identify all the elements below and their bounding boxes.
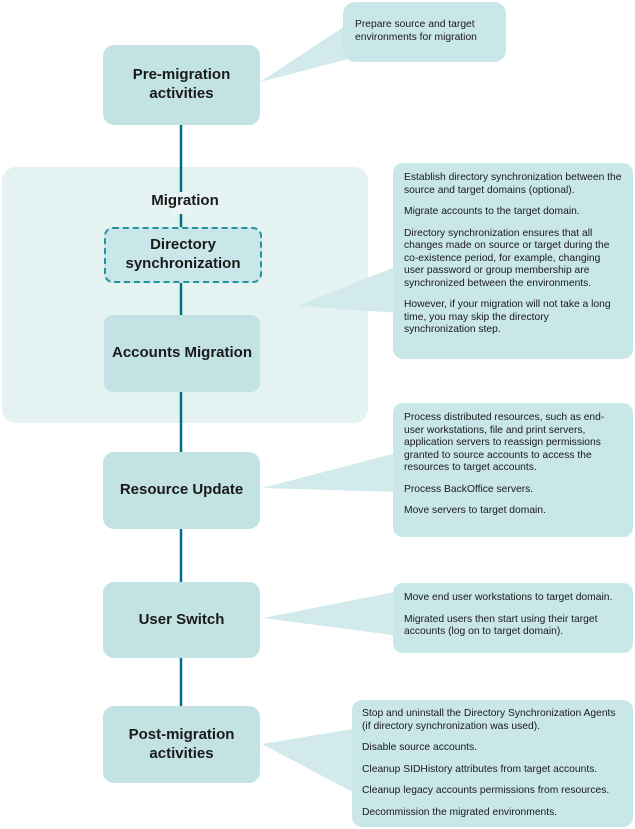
callout-migration: Establish directory synchronization betw…	[393, 163, 633, 359]
callout-resource-update: Process distributed resources, such as e…	[393, 403, 633, 537]
node-pre-migration: Pre-migration activities	[103, 45, 260, 125]
callout-paragraph: Migrate accounts to the target domain.	[404, 206, 580, 218]
callout-user-switch: Move end user workstations to target dom…	[393, 583, 633, 653]
group-label-highlight	[171, 192, 190, 214]
callout-tail-pre	[260, 16, 360, 82]
callout-post-migration: Stop and uninstall the Directory Synchro…	[352, 700, 633, 828]
node-directory-synchronization-label: Directory synchronization	[125, 236, 241, 272]
callout-paragraph: Move end user workstations to target dom…	[404, 592, 613, 603]
migration-group-label-text: Migration	[151, 192, 219, 209]
node-accounts-migration-label: Accounts Migration	[111, 344, 252, 362]
callout-paragraph: Directory synchronization ensures that a…	[404, 227, 610, 289]
node-directory-synchronization: Directory synchronization	[104, 227, 262, 283]
node-resource-update-label: Resource Update	[119, 481, 244, 499]
callout-paragraph: Disable source accounts.	[362, 742, 478, 754]
callout-paragraph: Decommission the migrated environments.	[362, 806, 558, 818]
callout-paragraph: Stop and uninstall the Directory Synchro…	[362, 708, 616, 732]
callout-tail-user-switch	[263, 591, 400, 636]
node-accounts-migration: Accounts Migration	[104, 315, 260, 392]
node-post-migration: Post-migration activities	[103, 706, 260, 783]
callout-paragraph: Cleanup legacy accounts permissions from…	[362, 785, 610, 797]
node-user-switch-label: User Switch	[138, 610, 225, 628]
callout-paragraph: Process distributed resources, such as e…	[404, 412, 605, 474]
callout-paragraph: Process BackOffice servers.	[404, 483, 534, 495]
node-resource-update: Resource Update	[103, 452, 260, 529]
callout-paragraph: However, if your migration will not take…	[404, 299, 611, 336]
callout-paragraph: Establish directory synchronization betw…	[404, 172, 622, 196]
callout-paragraph: Migrated users then start using their ta…	[404, 613, 598, 638]
callout-paragraph: Prepare source and target environments f…	[355, 19, 477, 43]
callout-tail-post	[262, 728, 358, 795]
node-pre-migration-label: Pre-migration activities	[132, 66, 231, 102]
callout-tail-migration	[297, 265, 400, 313]
node-user-switch: User Switch	[103, 582, 260, 658]
callout-paragraph: Move servers to target domain.	[404, 505, 546, 517]
migration-group-label: Migration	[2, 192, 368, 209]
node-post-migration-label: Post-migration activities	[128, 725, 235, 762]
callout-tail-resource	[262, 452, 400, 492]
callout-paragraph: Cleanup SIDHistory attributes from targe…	[362, 763, 598, 775]
callout-pre-migration: Prepare source and target environments f…	[343, 2, 506, 62]
